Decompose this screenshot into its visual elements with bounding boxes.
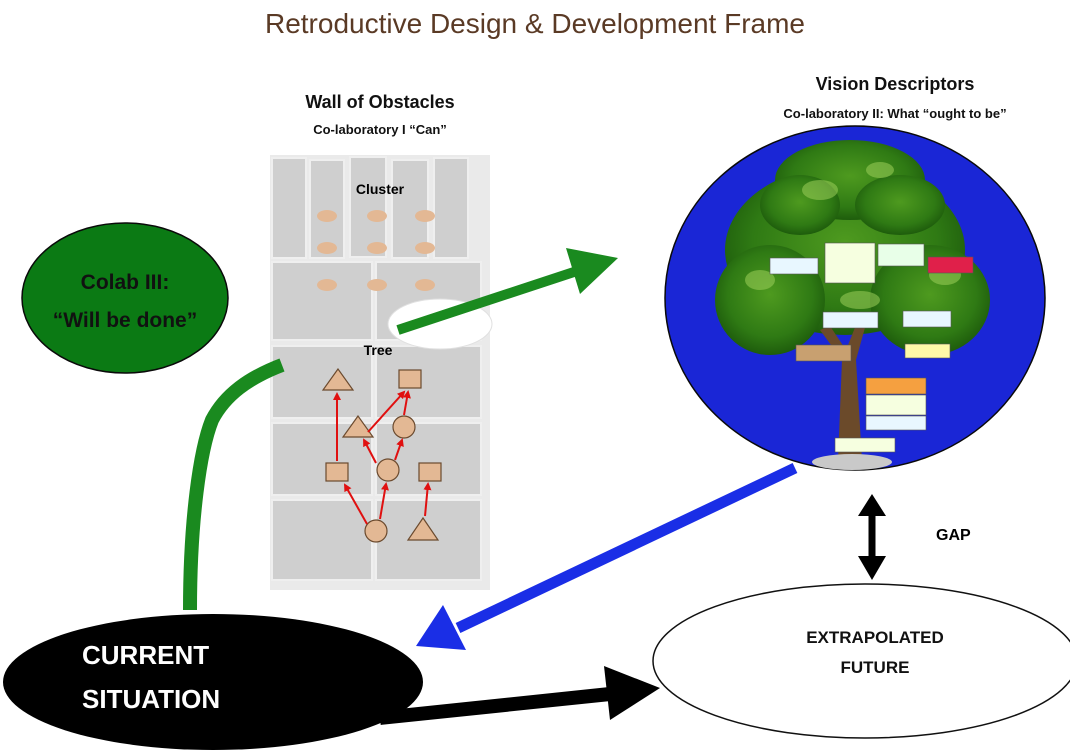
green-arrow-to-vision [396,248,618,335]
wall-title: Wall of Obstacles [305,92,455,112]
current-label-line2: SITUATION [82,684,221,714]
obstacle-tree [321,367,442,543]
future-label-line2: FUTURE [840,658,910,677]
current-label-line1: CURRENT [82,640,210,670]
future-label-line1: EXTRAPOLATED [806,628,944,647]
vision-subtitle: Co-laboratory II: What “ought to be” [783,106,1007,121]
blue-arrow-to-current [416,463,798,650]
colab3-label-line2: “Will be done” [52,309,198,332]
tree-arrows [333,390,432,525]
black-arrow-to-future [379,666,660,725]
vision-title: Vision Descriptors [815,74,975,94]
cluster-shapes [317,210,435,291]
green-curve-arrow [183,358,285,611]
gap-double-arrow [858,494,886,580]
colab3-label-line1: Colab III: [80,271,170,294]
wall-of-obstacles [270,155,493,590]
cluster-label: Cluster [355,181,405,197]
colab3-circle [21,222,229,374]
tree-label: Tree [363,342,393,358]
gap-label: GAP [936,527,971,544]
page-title: Retroductive Design & Development Frame [264,8,805,39]
extrapolated-future-ellipse [652,583,1070,739]
wall-subtitle: Co-laboratory I “Can” [313,122,447,137]
vision-circle [664,125,1046,471]
current-situation-ellipse [3,614,423,750]
